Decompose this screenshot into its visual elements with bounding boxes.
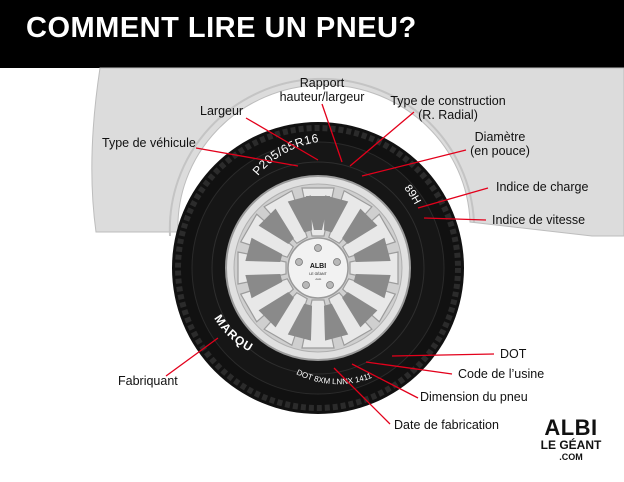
- leader-largeur: [245, 117, 319, 161]
- leader-diametre: [361, 149, 467, 177]
- tire-tread-ring: [175, 125, 461, 411]
- leader-code-usine: [365, 361, 453, 375]
- logo-sub: LE GÉANT: [540, 438, 602, 452]
- logo-domain: .COM: [559, 452, 583, 462]
- leader-rapport: [321, 103, 343, 163]
- hub-logo-domain: .com: [315, 277, 322, 281]
- label-fabriquant: Fabriquant: [118, 374, 178, 388]
- label-code-usine: Code de l’usine: [458, 367, 545, 381]
- sidewall-inner-line: [211, 161, 425, 375]
- hub-logo-sub: LE GÉANT: [309, 271, 327, 276]
- leader-indice-charge: [417, 187, 489, 209]
- hub-logo-main: ALBI: [310, 263, 326, 270]
- title-banner: COMMENT LIRE UN PNEU?: [0, 0, 624, 68]
- leader-construction: [349, 111, 415, 167]
- car-body: [91, 67, 624, 237]
- label-type-vehicule: Type de véhicule: [102, 136, 196, 150]
- leader-date: [333, 367, 391, 425]
- leader-indice-vitesse: [423, 217, 487, 221]
- page-title: COMMENT LIRE UN PNEU?: [26, 12, 417, 44]
- logo-main: ALBI: [544, 415, 598, 440]
- label-rapport-line1: Rapport: [299, 76, 345, 90]
- leader-dimension: [351, 363, 419, 399]
- label-largeur: Largeur: [200, 104, 244, 118]
- label-indice-charge: Indice de charge: [496, 180, 589, 194]
- leader-fabriquant: [165, 337, 219, 377]
- lug-nuts: [295, 244, 341, 289]
- label-construction-line1: Type de construction: [390, 94, 506, 108]
- rim-holes: [245, 195, 391, 341]
- label-dot: DOT: [500, 347, 527, 361]
- label-indice-vitesse: Indice de vitesse: [492, 213, 586, 227]
- label-diametre: Diamètre (en pouce): [462, 130, 538, 158]
- label-rapport-line2: hauteur/largeur: [279, 90, 365, 104]
- label-diametre-line2: (en pouce): [470, 144, 530, 158]
- leader-type-vehicule: [195, 147, 299, 167]
- rim: ALBI LE GÉANT .com: [225, 175, 411, 361]
- label-construction-line2: (R. Radial): [418, 108, 478, 122]
- label-rapport: Rapport hauteur/largeur: [270, 76, 374, 104]
- label-date-fabrication: Date de fabrication: [394, 418, 499, 432]
- albi-logo: ALBI LE GÉANT .COM: [534, 417, 608, 463]
- label-dimension-pneu: Dimension du pneu: [420, 390, 528, 404]
- leader-dot: [391, 353, 495, 357]
- label-diametre-line1: Diamètre: [474, 130, 526, 144]
- label-construction: Type de construction (R. Radial): [382, 94, 514, 122]
- leader-lines: [165, 103, 495, 425]
